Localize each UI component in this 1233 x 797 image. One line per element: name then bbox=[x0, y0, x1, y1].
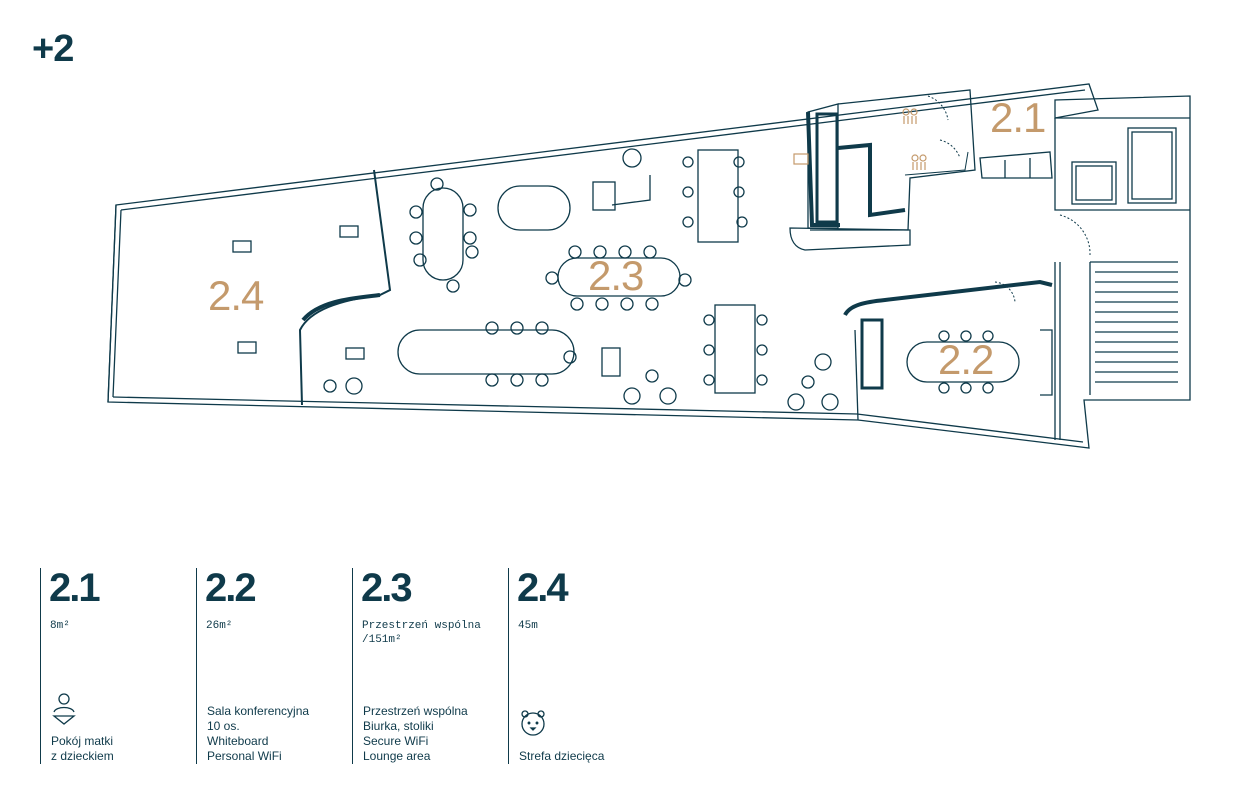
zone-label-2-2: 2.2 bbox=[938, 336, 993, 383]
floor-plan: 2.1 2.2 2.3 2.4 bbox=[107, 83, 1191, 449]
legend-column-2-3: 2.3 Przestrzeń wspólna /151m² Przestrzeń… bbox=[352, 568, 508, 764]
legend-column-2-1: 2.1 8m² Pokój matki z dzieckiem bbox=[40, 568, 196, 764]
feature-line: Whiteboard bbox=[207, 734, 269, 748]
room-features: Sala konferencyjna 10 os. Whiteboard Per… bbox=[207, 704, 309, 764]
zone-label-2-4: 2.4 bbox=[208, 272, 264, 319]
west-wall bbox=[107, 204, 122, 403]
feature-line: Pokój matki bbox=[51, 734, 114, 748]
room-area: Przestrzeń wspólna /151m² bbox=[362, 620, 481, 646]
room-id: 2.4 bbox=[517, 566, 569, 610]
feature-line: Lounge area bbox=[363, 749, 431, 763]
room-features: Pokój matki z dzieckiem bbox=[51, 734, 114, 764]
room-area: 8m² bbox=[50, 620, 70, 632]
feature-line: Personal WiFi bbox=[207, 749, 282, 763]
room-id: 2.3 bbox=[361, 566, 413, 610]
feature-line: Secure WiFi bbox=[363, 734, 429, 748]
bear-icon bbox=[521, 710, 545, 736]
room-area: 45m bbox=[518, 620, 538, 632]
zone-label-2-1: 2.1 bbox=[990, 94, 1045, 141]
feature-line: Strefa dziecięca bbox=[519, 749, 605, 763]
legend-column-2-4: 2.4 45m Strefa dziecięca bbox=[508, 568, 664, 764]
feature-line: z dzieckiem bbox=[51, 749, 114, 763]
feature-line: Przestrzeń wspólna bbox=[363, 704, 468, 718]
floor-label: +2 bbox=[32, 28, 74, 70]
mother-child-icon bbox=[52, 693, 76, 725]
feature-line: Biurka, stoliki bbox=[363, 719, 434, 733]
room-id: 2.1 bbox=[49, 566, 101, 610]
feature-line: Sala konferencyjna bbox=[207, 704, 310, 718]
inner-wall bbox=[112, 89, 1086, 443]
room-features: Strefa dziecięca bbox=[519, 749, 604, 764]
room-legend: 2.1 8m² Pokój matki z dzieckiem 2.2 26m²… bbox=[40, 568, 664, 764]
room-id: 2.2 bbox=[205, 566, 257, 610]
outer-wall bbox=[107, 83, 1191, 449]
feature-line: 10 os. bbox=[207, 719, 240, 733]
room-features: Przestrzeń wspólna Biurka, stoliki Secur… bbox=[363, 704, 468, 764]
zone-label-2-3: 2.3 bbox=[588, 252, 643, 299]
room-area: 26m² bbox=[206, 620, 233, 632]
legend-column-2-2: 2.2 26m² Sala konferencyjna 10 os. White… bbox=[196, 568, 352, 764]
